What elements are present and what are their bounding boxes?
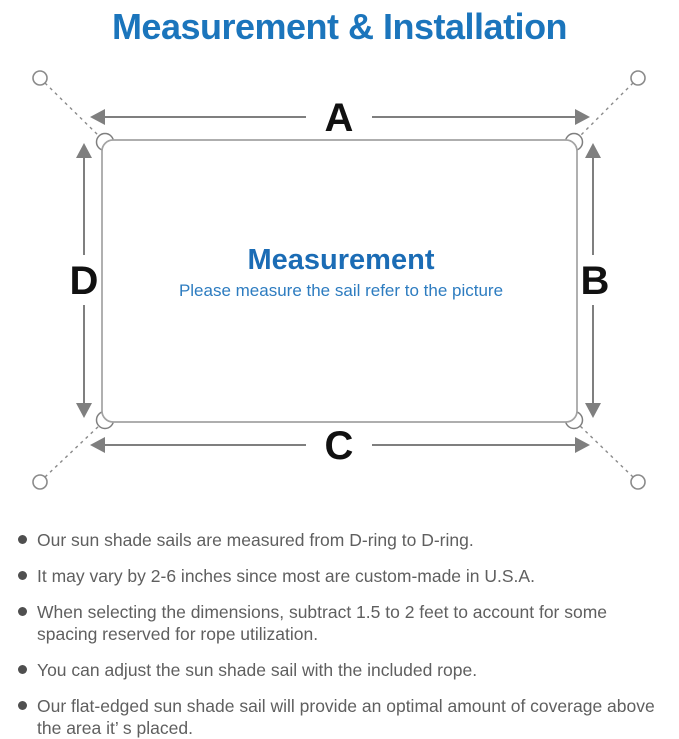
anchor-points (32, 70, 646, 490)
bullet-icon (18, 665, 27, 674)
note-text: Our sun shade sails are measured from D-… (37, 530, 474, 550)
list-item: When selecting the dimensions, subtract … (18, 601, 671, 645)
arrowhead-right (575, 437, 590, 453)
measurement-diagram: A C D (0, 60, 679, 520)
dimension-arrow-bottom: C (90, 424, 590, 468)
dimension-label-b: B (581, 259, 610, 303)
bullet-icon (18, 701, 27, 710)
dimension-arrow-right: B (581, 143, 610, 418)
note-text: You can adjust the sun shade sail with t… (37, 660, 478, 680)
list-item: It may vary by 2-6 inches since most are… (18, 565, 671, 587)
anchor-ring-top-right (630, 70, 646, 86)
arrowhead-up (76, 143, 92, 158)
rope-line-bottom-right (577, 423, 634, 478)
page-title: Measurement & Installation (111, 6, 568, 47)
anchor-ring-bottom-right (630, 474, 646, 490)
note-text: When selecting the dimensions, subtract … (37, 602, 608, 644)
bullet-icon (18, 571, 27, 580)
dimension-label-c: C (325, 424, 354, 468)
note-text: It may vary by 2-6 inches since most are… (37, 566, 535, 586)
diagram-subtitle: Please measure the sail refer to the pic… (179, 281, 503, 300)
arrowhead-left (90, 437, 105, 453)
list-item: Our sun shade sails are measured from D-… (18, 529, 671, 551)
rope-line-top-right (577, 82, 634, 139)
arrowhead-down (585, 403, 601, 418)
dimension-arrow-left: D (70, 143, 99, 418)
diagram-title: Measurement (248, 244, 435, 276)
dimension-label-a: A (325, 96, 354, 140)
dimension-arrow-top: A (90, 96, 590, 140)
note-text: Our flat-edged sun shade sail will provi… (37, 696, 655, 738)
notes-list: Our sun shade sails are measured from D-… (0, 529, 679, 739)
sail-outline (101, 139, 578, 423)
arrowhead-up (585, 143, 601, 158)
list-item: Our flat-edged sun shade sail will provi… (18, 695, 671, 739)
bullet-icon (18, 535, 27, 544)
dimension-label-d: D (70, 259, 99, 303)
list-item: You can adjust the sun shade sail with t… (18, 659, 671, 681)
arrowhead-right (575, 109, 590, 125)
bullet-icon (18, 607, 27, 616)
anchor-ring-bottom-left (32, 474, 48, 490)
anchor-ring-top-left (32, 70, 48, 86)
diagram-center-text: Measurement Please measure the sail refe… (179, 244, 503, 300)
sail-diagram-svg: A C D (32, 70, 646, 490)
rope-dashed-lines (44, 82, 634, 478)
rope-line-bottom-left (44, 423, 102, 478)
arrowhead-left (90, 109, 105, 125)
arrowhead-down (76, 403, 92, 418)
rope-line-top-left (44, 82, 102, 139)
